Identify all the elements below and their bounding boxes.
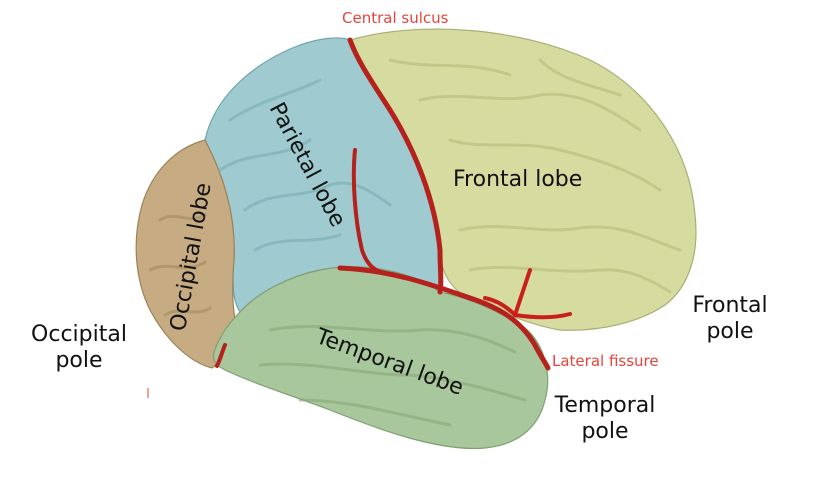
central-sulcus-line — [347, 37, 444, 295]
frontal-pole-line1: Frontal — [692, 293, 768, 318]
temporal-pole-line2: pole — [581, 419, 629, 445]
occipital-pole-line1: Occipital — [31, 322, 127, 347]
occipital-pole-label: Occipital pole — [18, 322, 140, 375]
frontal-pole-label: Frontal pole — [680, 293, 780, 346]
occipital-pole-mark — [215, 343, 227, 368]
temporal-pole-line1: Temporal — [554, 393, 656, 418]
frontal-pole-line2: pole — [706, 319, 754, 345]
lateral-fissure-label: Lateral fissure — [552, 352, 659, 370]
central-sulcus-label: Central sulcus — [342, 9, 449, 27]
occipital-pole-line2: pole — [55, 348, 103, 374]
lateral-fissure-line — [337, 265, 551, 371]
frontal-lobe-label: Frontal lobe — [453, 167, 583, 192]
gyri-texture — [148, 58, 682, 427]
occipital-lobe-region — [135, 139, 237, 369]
sulcus-branch — [351, 148, 384, 274]
lateral-fissure-branches — [483, 268, 572, 320]
temporal-pole-label: Temporal pole — [540, 393, 670, 446]
